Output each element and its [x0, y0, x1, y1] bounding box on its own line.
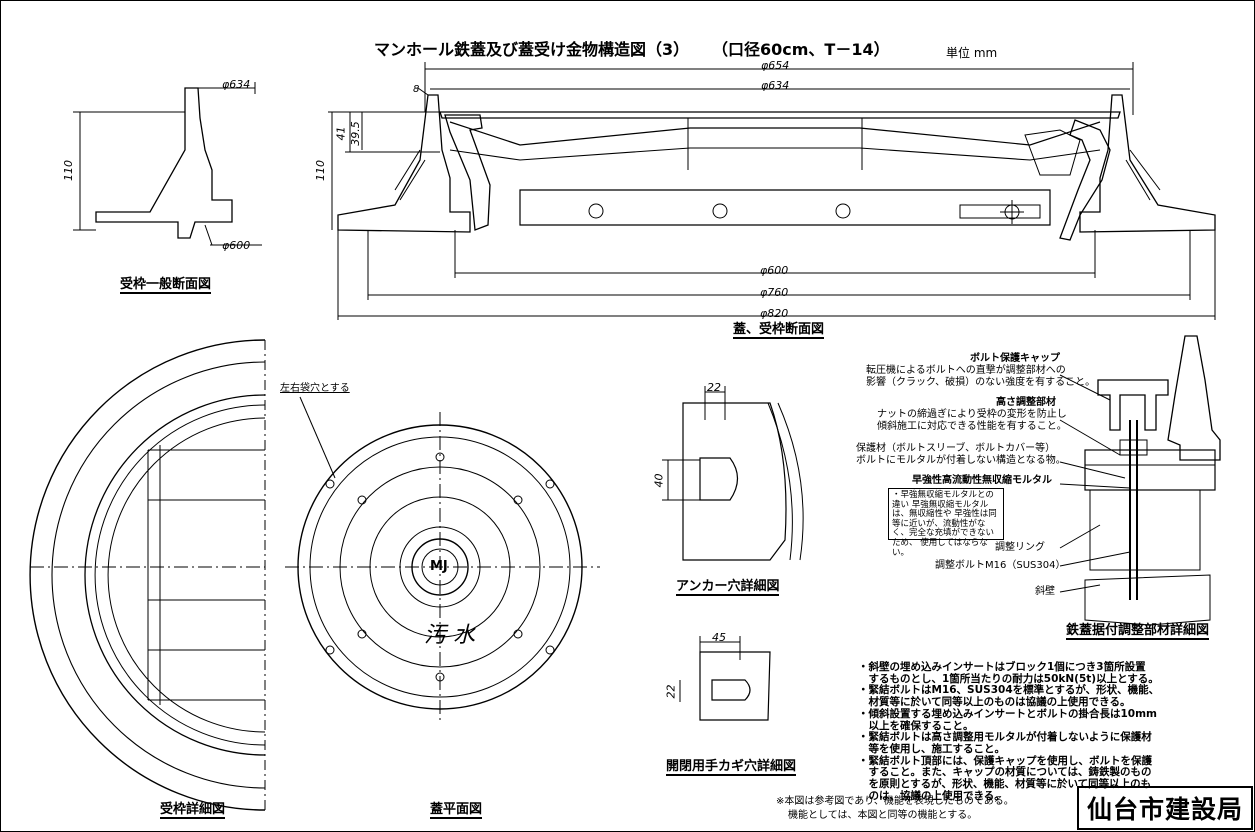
note-line: ・斜壁の埋め込みインサートはブロック1個につき3箇所設置: [858, 661, 1146, 673]
caption-cover-section: 蓋、受枠断面図: [733, 322, 825, 339]
frame-general-section: [73, 82, 262, 246]
cover-word: 汚 水: [424, 623, 475, 648]
cover-center-mark: MJ: [430, 559, 448, 574]
callout-height-adj: 高さ調整部材: [996, 397, 1056, 408]
drawing-title: マンホール鉄蓋及び蓋受け金物構造図（3）: [374, 40, 690, 59]
note-line: すること。また、キャップの材質については、鋳鉄製のもの: [858, 766, 1152, 779]
adjustment-detail-drawing: [1059, 335, 1221, 626]
frame-detail-drawing: [29, 339, 266, 811]
construction-notes: ・斜壁の埋め込みインサートはブロック1個につき3箇所設置 するものとし、1箇所当…: [858, 661, 1160, 802]
callout-protect: 保護材（ボルトスリーブ、ボルトカバー等）: [856, 443, 1056, 454]
dim-hook-45: 45: [712, 631, 726, 644]
hook-detail-drawing: [679, 636, 771, 721]
callout-ring: 調整リング: [995, 542, 1045, 553]
note-line: を原則とするが、形状、機能、材質等に於いて同等以上のも: [858, 778, 1152, 791]
caption-frame-detail: 受枠詳細図: [160, 802, 226, 819]
caption-hook-detail: 開閉用手カギ穴詳細図: [666, 759, 797, 776]
callout-mortar: 早強性高流動性無収縮モルタル: [912, 475, 1052, 486]
note-line: のは、協議の上使用できる。: [858, 789, 1005, 802]
dim-41: 41: [334, 126, 348, 141]
note-line: ・緊結ボルトはM16、SUS304を標準とするが、形状、機能、: [858, 684, 1160, 697]
dim-8: 8: [413, 84, 420, 95]
dim-anchor-22: 22: [707, 381, 721, 394]
dim-634: φ634: [761, 79, 790, 92]
note-line: 材質等に於いて同等以上のものは協議の上使用できる。: [858, 696, 1131, 709]
dim-820: φ820: [760, 307, 789, 320]
cover-section-drawing: [328, 62, 1216, 320]
dim-760: φ760: [760, 286, 789, 299]
note-line: 以上を確保すること。: [858, 719, 974, 732]
left-right-hole-note: 左右袋穴とする: [280, 383, 350, 394]
dim-left-634: φ634: [222, 78, 251, 91]
dim-anchor-40: 40: [652, 473, 666, 488]
callout-slab: 斜壁: [1035, 586, 1055, 597]
unit-label: 単位 mm: [946, 46, 998, 60]
dim-600: φ600: [760, 264, 789, 277]
footnote-line-1: ※本図は参考図であり、機能を表現したものである。: [776, 796, 1014, 807]
callout-bolt-cap-desc1: 転圧機によるボルトへの直撃が調整部材への: [866, 365, 1066, 376]
dim-left-110: 110: [62, 160, 75, 181]
caption-adjust-detail: 鉄蓋据付調整部材詳細図: [1066, 623, 1210, 640]
caption-cover-plan: 蓋平面図: [430, 802, 483, 819]
dim-110: 110: [314, 160, 327, 181]
caption-anchor-detail: アンカー穴詳細図: [676, 579, 780, 596]
anchor-detail-drawing: [662, 386, 804, 561]
dim-654: φ654: [761, 59, 790, 72]
note-line: ・傾斜設置する埋め込みインサートとボルトの掛合長は10mm: [858, 707, 1157, 720]
dim-39-5: 39.5: [348, 121, 362, 146]
callout-bolt-cap: ボルト保護キャップ: [970, 353, 1060, 364]
note-line: ・緊結ボルト頂部には、保護キャップを使用し、ボルトを保護: [858, 754, 1152, 767]
callout-height-adj-desc1: ナットの締過ぎにより受枠の変形を防止し: [877, 409, 1067, 420]
cover-plan-drawing: [285, 396, 600, 722]
caption-frame-general-section: 受枠一般断面図: [120, 277, 212, 294]
callout-protect-desc: ボルトにモルタルが付着しない構造となる物。: [856, 455, 1066, 466]
note-line: するものとし、1箇所当たりの耐力は50kN(5t)以上とする。: [858, 672, 1159, 685]
dim-left-600: φ600: [222, 239, 251, 252]
dim-hook-22: 22: [664, 684, 678, 699]
callout-height-adj-desc2: 傾斜施工に対応できる性能を有すること。: [877, 421, 1067, 432]
mortar-note-box: ・早強無収縮モルタルとの違い 早強無収縮モルタルは、無収縮性や 早強性は同等に近…: [888, 488, 1004, 557]
callout-bolt-cap-desc2: 影響（クラック、破損）のない強度を有すること。: [866, 377, 1096, 388]
agency-stamp: 仙台市建設局: [1077, 786, 1253, 830]
note-line: ・緊結ボルトは高さ調整用モルタルが付着しないように保護材: [858, 731, 1152, 744]
footnote-line-2: 機能としては、本図と同等の機能とする。: [788, 810, 978, 821]
drawing-spec: （口径60cm、T－14）: [712, 40, 890, 59]
note-line: 等を使用し、施工すること。: [858, 742, 1005, 755]
callout-bolt: 調整ボルトM16（SUS304）: [935, 560, 1066, 571]
